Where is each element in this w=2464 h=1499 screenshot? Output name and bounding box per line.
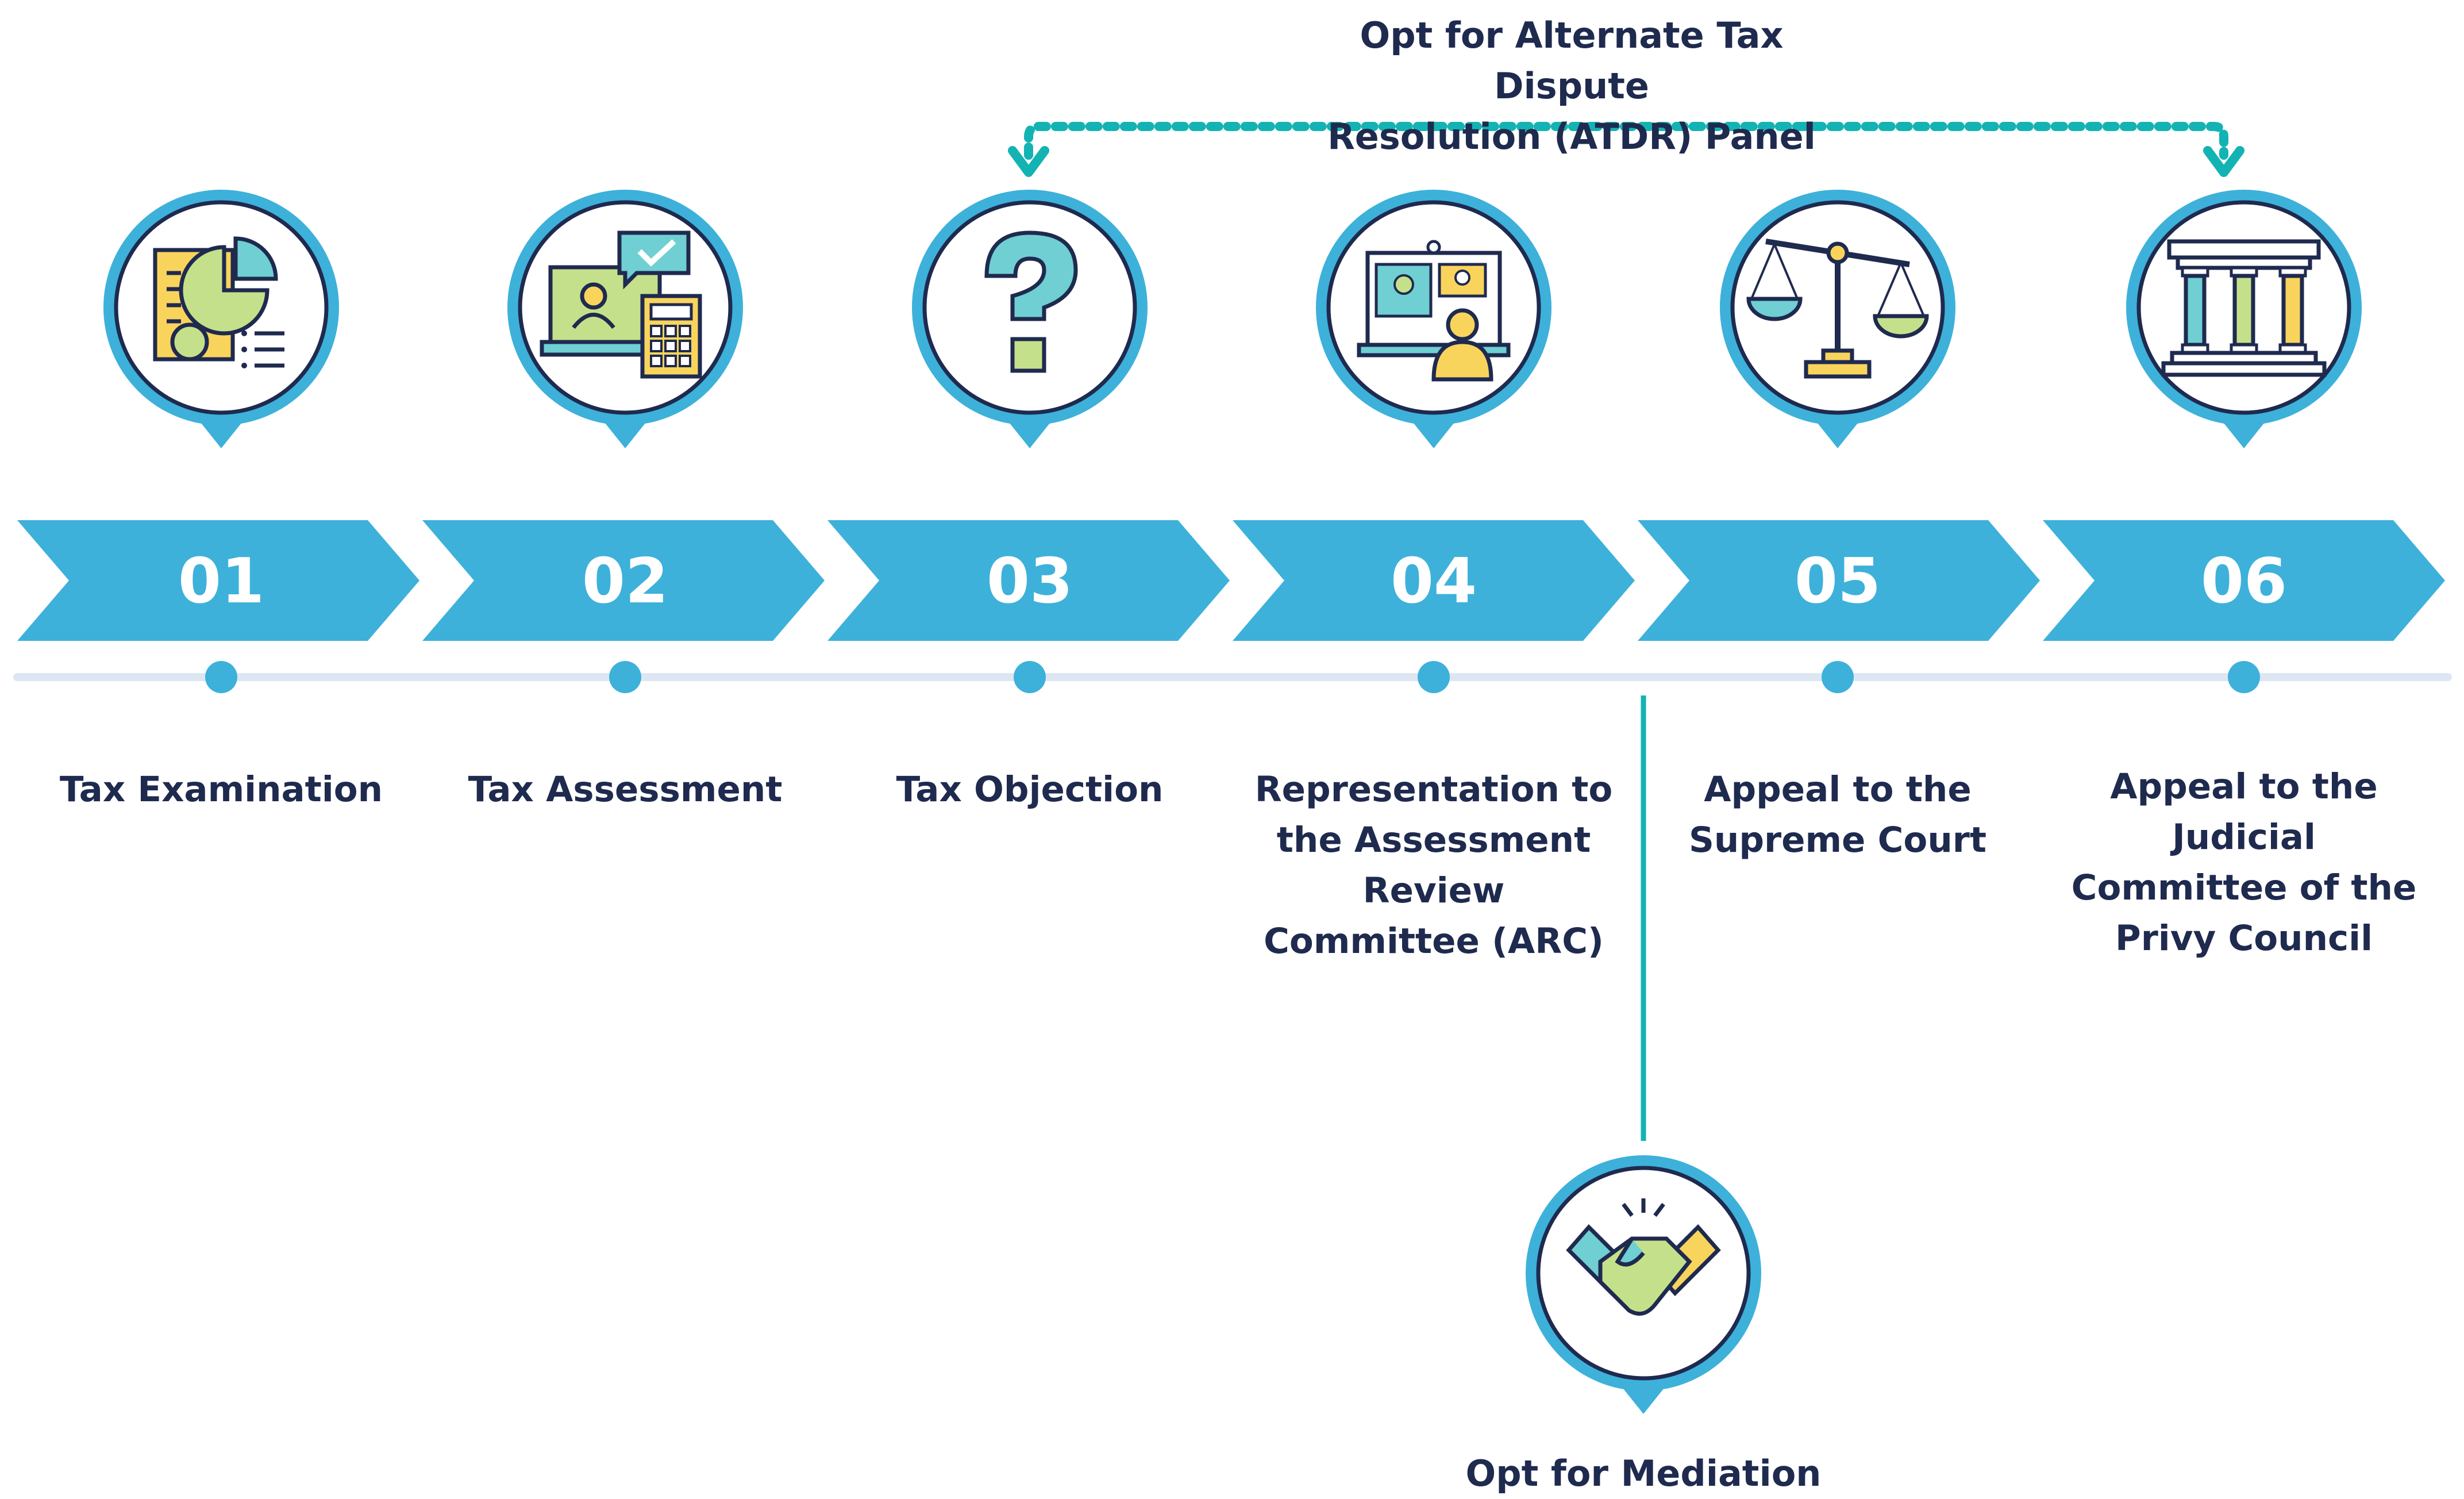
timeline-dot-02 <box>609 661 641 693</box>
timeline-dot-06 <box>2228 661 2260 693</box>
step-pin-02 <box>507 190 743 448</box>
step-pin-04 <box>1316 190 1551 448</box>
timeline-dot-01 <box>205 661 237 693</box>
courthouse-pillars-icon <box>2161 239 2327 377</box>
timeline-dot-03 <box>1014 661 1046 693</box>
mediation-pin <box>1526 1155 1761 1414</box>
step-pin-06 <box>2126 190 2362 448</box>
step-chevron-03 <box>827 520 1230 641</box>
video-conference-icon <box>1357 240 1511 382</box>
step-number-03: 03 <box>987 545 1073 617</box>
scales-of-justice-icon <box>1746 239 1929 379</box>
step-label-04: Representation to the Assessment Review … <box>1254 769 1613 962</box>
atdr-arrowhead-left <box>1008 146 1049 177</box>
step-label-02: Tax Assessment <box>468 769 783 810</box>
assessment-calculator-icon <box>540 230 702 379</box>
step-number-01: 01 <box>178 545 264 617</box>
step-label-01: Tax Examination <box>59 769 383 810</box>
step-chevron-06 <box>2043 520 2445 641</box>
handshake-icon <box>1566 1198 1721 1316</box>
timeline-dots <box>205 661 2260 693</box>
step-chevron-05 <box>1638 520 2040 641</box>
atdr-label: Opt for Alternate Tax Dispute Resolution… <box>1327 14 1816 157</box>
step-chevron-01 <box>17 520 419 641</box>
step-label-05: Appeal to the Supreme Court <box>1689 769 1986 860</box>
mediation-label: Opt for Mediation <box>1465 1452 1822 1494</box>
report-chart-icon <box>153 236 284 368</box>
step-number-02: 02 <box>582 545 668 617</box>
atdr-connector <box>1008 122 2244 177</box>
step-pin-03 <box>912 190 1148 448</box>
timeline-dot-04 <box>1418 661 1450 693</box>
step-number-06: 06 <box>2201 545 2287 617</box>
step-chevron-02 <box>422 520 825 641</box>
step-label-06: Appeal to the Judicial Committee of the … <box>2071 766 2417 959</box>
step-pin-05 <box>1720 190 1955 448</box>
question-mark-icon <box>984 230 1078 373</box>
timeline-dot-05 <box>1822 661 1854 693</box>
atdr-arrowhead-right <box>2203 146 2244 177</box>
step-icon-pins <box>103 190 2362 448</box>
step-number-04: 04 <box>1391 545 1477 617</box>
step-chevrons: 01 02 03 04 05 06 <box>17 520 2445 641</box>
step-chevron-04 <box>1233 520 1635 641</box>
atdr-dotted-arrow <box>1024 122 2228 160</box>
mediation-icon-pin <box>1526 1155 1761 1414</box>
step-label-03: Tax Objection <box>896 769 1164 810</box>
step-number-05: 05 <box>1795 545 1881 617</box>
step-pin-01 <box>103 190 339 448</box>
